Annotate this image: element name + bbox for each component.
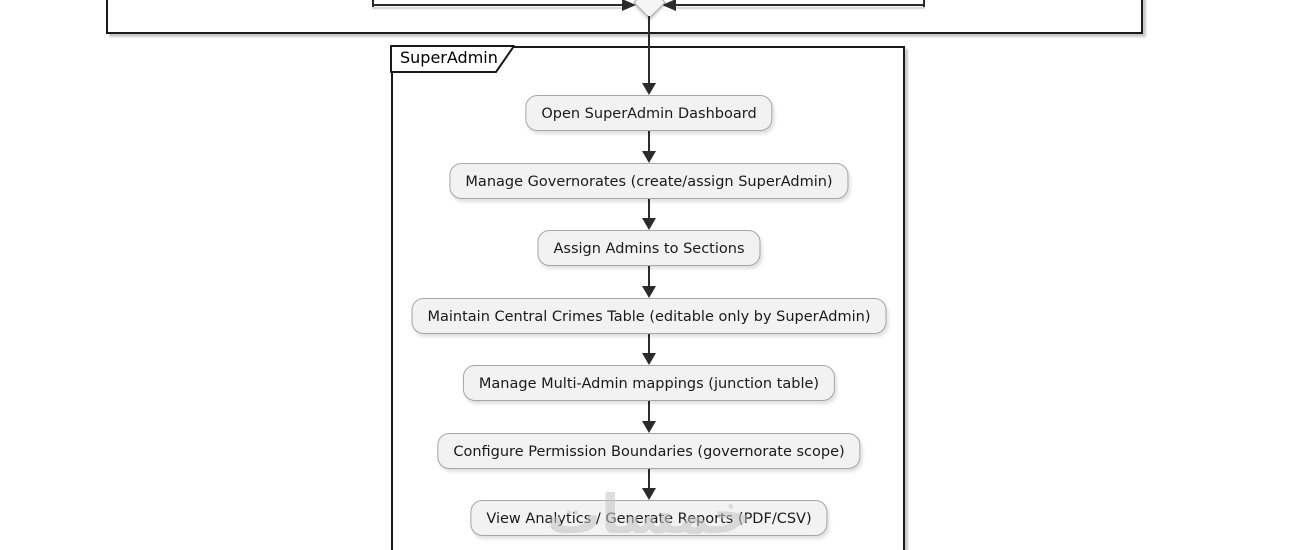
branch-line-right <box>676 4 925 6</box>
flow-arrow <box>642 266 656 298</box>
activity-node: Configure Permission Boundaries (governo… <box>437 433 861 469</box>
flow-arrow <box>642 334 656 365</box>
activity-node: Open SuperAdmin Dashboard <box>525 95 773 131</box>
activity-node: Manage Governorates (create/assign Super… <box>449 163 849 199</box>
arrowhead-left-icon <box>662 0 676 11</box>
flow-arrow <box>642 469 656 500</box>
flow-arrow <box>642 131 656 163</box>
flow-arrow <box>642 16 656 95</box>
flow-arrow <box>642 199 656 230</box>
branch-line-left <box>372 4 622 6</box>
activity-node: Assign Admins to Sections <box>537 230 761 266</box>
arrowhead-right-icon <box>622 0 636 11</box>
activity-node: View Analytics / Generate Reports (PDF/C… <box>470 500 828 536</box>
activity-node: Manage Multi-Admin mappings (junction ta… <box>462 365 836 401</box>
activity-node: Maintain Central Crimes Table (editable … <box>411 298 887 334</box>
partition-label-tab <box>390 45 515 73</box>
partition-label: SuperAdmin <box>400 48 498 67</box>
branch-line-left-stub <box>372 0 374 7</box>
branch-line-right-stub <box>923 0 925 7</box>
flow-arrow <box>642 401 656 433</box>
